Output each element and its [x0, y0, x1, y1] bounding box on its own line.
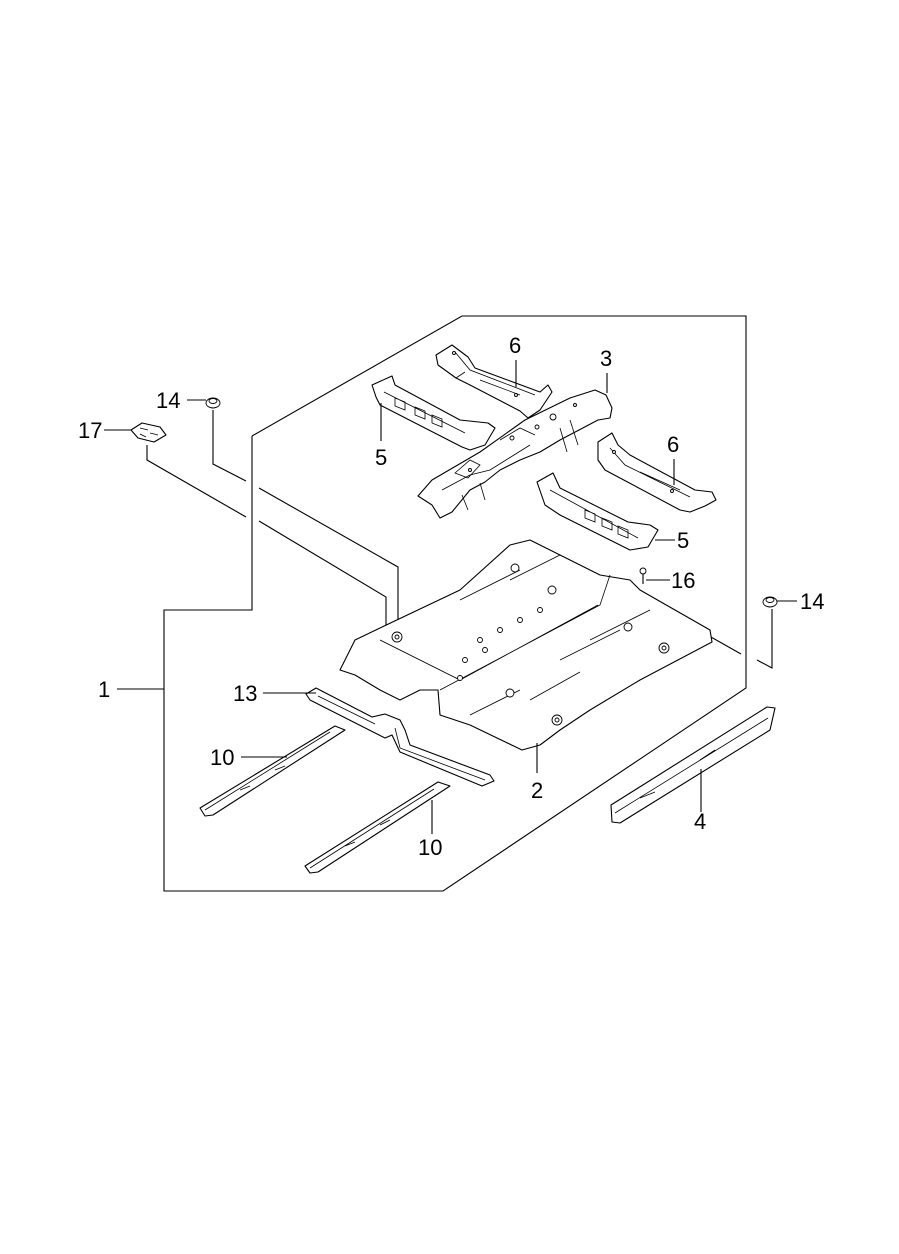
- part-4-side-sill[interactable]: [610, 706, 776, 824]
- part-5-right[interactable]: [536, 472, 659, 551]
- assembly-group-outline: [163, 315, 747, 892]
- part-6-left[interactable]: [435, 344, 553, 419]
- leader-line-17: [146, 445, 247, 518]
- callout-5-left[interactable]: 5: [375, 445, 387, 470]
- part-2-floor-panel[interactable]: [339, 539, 713, 751]
- part-14-plug-left[interactable]: [205, 397, 221, 409]
- callout-13[interactable]: 13: [233, 681, 257, 706]
- part-13-cross-member[interactable]: [305, 687, 495, 787]
- part-10-right[interactable]: [304, 781, 451, 874]
- leader-line-14-left: [212, 410, 247, 482]
- callout-14-left[interactable]: 14: [156, 388, 180, 413]
- callout-5-right[interactable]: 5: [677, 528, 689, 553]
- callout-17[interactable]: 17: [78, 418, 102, 443]
- part-3-tunnel[interactable]: [417, 389, 613, 519]
- callout-2[interactable]: 2: [531, 778, 543, 803]
- part-6-right[interactable]: [597, 432, 717, 513]
- callout-6-right[interactable]: 6: [667, 432, 679, 457]
- callout-6-left[interactable]: 6: [509, 333, 521, 358]
- callout-10-left[interactable]: 10: [210, 745, 234, 770]
- part-14-plug-right[interactable]: [762, 596, 778, 608]
- leader-line-14-right: [756, 609, 773, 669]
- callout-16[interactable]: 16: [671, 568, 695, 593]
- callout-3[interactable]: 3: [600, 346, 612, 371]
- callout-1[interactable]: 1: [98, 677, 110, 702]
- part-5-left[interactable]: [371, 375, 496, 451]
- leader-line-14-left-continued: [258, 487, 399, 628]
- part-17-pad[interactable]: [130, 422, 167, 443]
- callout-10-right[interactable]: 10: [418, 835, 442, 860]
- callout-4[interactable]: 4: [694, 809, 706, 834]
- callout-14-right[interactable]: 14: [800, 589, 824, 614]
- part-16-bolt[interactable]: [639, 567, 647, 584]
- part-10-left[interactable]: [199, 725, 346, 817]
